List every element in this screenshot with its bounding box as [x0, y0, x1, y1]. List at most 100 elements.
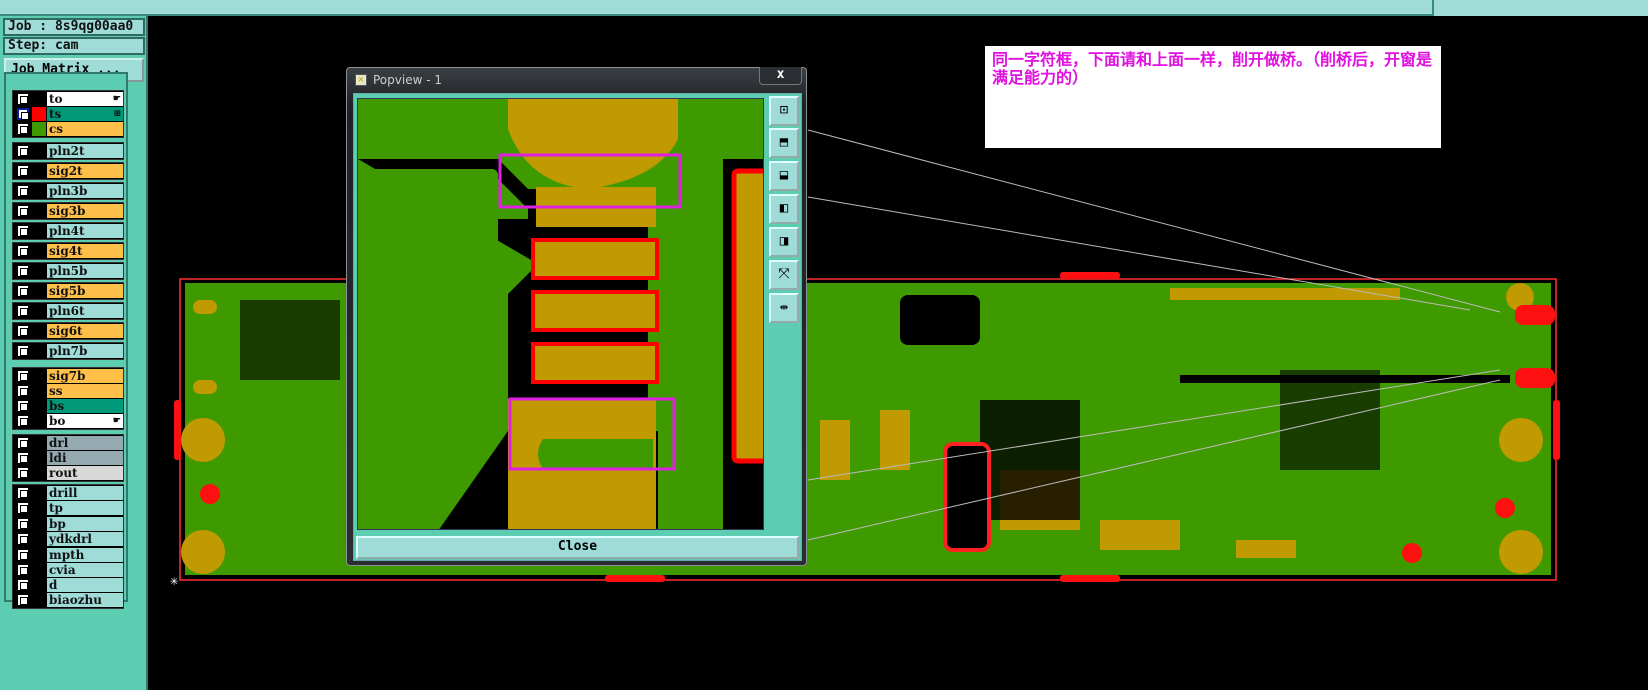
layer-label[interactable]: ts⊞ — [47, 107, 123, 121]
layer-label[interactable]: pln2t — [47, 144, 123, 158]
layer-label[interactable]: pln7b — [47, 344, 123, 358]
layer-checkbox[interactable] — [17, 123, 29, 135]
layer-row-rout[interactable]: rout — [15, 466, 123, 480]
layer-row-to[interactable]: to☛ — [15, 92, 123, 106]
layer-label[interactable]: sig4t — [47, 244, 123, 258]
layer-label[interactable]: sig2t — [47, 164, 123, 178]
layer-row-ss[interactable]: ss — [15, 384, 123, 398]
origin-icon: ✳ — [170, 573, 179, 589]
layer-checkbox[interactable] — [17, 385, 29, 397]
layer-row-ydkdrl[interactable]: ydkdrl — [15, 532, 123, 546]
layer-row-drill[interactable]: drill — [15, 486, 123, 500]
layer-row-sig4t[interactable]: sig4t — [15, 244, 123, 258]
popview-window: ✕ Popview - 1 x ⊡ ⬒ ⬓ ◧ ◨ ⤧ ⇹ Close — [346, 67, 807, 566]
layer-row-sig3b[interactable]: sig3b — [15, 204, 123, 218]
layer-label[interactable]: cvia — [47, 563, 123, 577]
layer-checkbox[interactable] — [17, 579, 29, 591]
layer-row-mpth[interactable]: mpth — [15, 548, 123, 562]
layer-checkbox[interactable] — [17, 165, 29, 177]
layer-checkbox[interactable] — [17, 467, 29, 479]
layer-label[interactable]: drill — [47, 486, 123, 500]
layer-label[interactable]: drl — [47, 436, 123, 450]
layer-row-biaozhu[interactable]: biaozhu — [15, 593, 123, 607]
zoom-out-icon[interactable]: ⬓ — [769, 161, 799, 191]
layer-row-d[interactable]: d — [15, 578, 123, 592]
layer-label[interactable]: to☛ — [47, 92, 123, 106]
layer-checkbox[interactable] — [17, 415, 29, 427]
layer-label[interactable]: sig5b — [47, 284, 123, 298]
layer-label[interactable]: tp — [47, 501, 123, 515]
layer-label[interactable]: bs — [47, 399, 123, 413]
layer-label[interactable]: sig3b — [47, 204, 123, 218]
layer-checkbox[interactable] — [17, 437, 29, 449]
popview-canvas[interactable] — [357, 98, 764, 530]
zoom-home-icon[interactable]: ⊡ — [769, 96, 799, 126]
layer-row-bp[interactable]: bp — [15, 517, 123, 531]
layer-checkbox[interactable] — [17, 145, 29, 157]
layer-label[interactable]: cs — [47, 122, 123, 136]
layer-row-pln2t[interactable]: pln2t — [15, 144, 123, 158]
pan-right-icon[interactable]: ◨ — [769, 227, 799, 257]
layer-row-bo[interactable]: bo☛ — [15, 414, 123, 428]
layer-label[interactable]: sig6t — [47, 324, 123, 338]
layer-checkbox[interactable] — [17, 400, 29, 412]
layer-label[interactable]: pln4t — [47, 224, 123, 238]
layer-checkbox[interactable] — [17, 225, 29, 237]
layer-row-cs[interactable]: cs — [15, 122, 123, 136]
center-icon[interactable]: ⇹ — [769, 293, 799, 323]
layer-row-pln3b[interactable]: pln3b — [15, 184, 123, 198]
layer-checkbox[interactable] — [17, 185, 29, 197]
layer-checkbox[interactable] — [17, 452, 29, 464]
layer-label[interactable]: ldi — [47, 451, 123, 465]
layer-label[interactable]: ss — [47, 384, 123, 398]
layer-checkbox[interactable] — [17, 518, 29, 530]
zoom-in-icon[interactable]: ⬒ — [769, 128, 799, 158]
layer-checkbox[interactable] — [17, 325, 29, 337]
layer-label[interactable]: pln3b — [47, 184, 123, 198]
layer-label[interactable]: bo☛ — [47, 414, 123, 428]
layer-checkbox[interactable] — [17, 245, 29, 257]
layer-row-sig2t[interactable]: sig2t — [15, 164, 123, 178]
layer-checkbox[interactable] — [17, 345, 29, 357]
layer-checkbox[interactable] — [17, 305, 29, 317]
layer-label[interactable]: ydkdrl — [47, 532, 123, 546]
layer-checkbox[interactable] — [17, 265, 29, 277]
layer-row-tp[interactable]: tp — [15, 501, 123, 515]
layer-label[interactable]: pln6t — [47, 304, 123, 318]
layer-checkbox[interactable] — [17, 564, 29, 576]
traces — [240, 295, 1510, 520]
layer-row-sig7b[interactable]: sig7b — [15, 369, 123, 383]
layer-row-pln4t[interactable]: pln4t — [15, 224, 123, 238]
layer-checkbox[interactable] — [17, 205, 29, 217]
layer-row-bs[interactable]: bs — [15, 399, 123, 413]
pan-left-icon[interactable]: ◧ — [769, 194, 799, 224]
layer-checkbox[interactable] — [17, 594, 29, 606]
layer-row-pln5b[interactable]: pln5b — [15, 264, 123, 278]
layer-checkbox[interactable] — [17, 285, 29, 297]
layer-label[interactable]: d — [47, 578, 123, 592]
layer-checkbox[interactable] — [17, 533, 29, 545]
layer-row-sig6t[interactable]: sig6t — [15, 324, 123, 338]
close-icon[interactable]: x — [759, 67, 802, 85]
layer-label[interactable]: rout — [47, 466, 123, 480]
layer-label[interactable]: pln5b — [47, 264, 123, 278]
fit-icon[interactable]: ⤧ — [769, 260, 799, 290]
layer-label[interactable]: sig7b — [47, 369, 123, 383]
layer-label[interactable]: bp — [47, 517, 123, 531]
layer-checkbox[interactable] — [17, 487, 29, 499]
layer-row-sig5b[interactable]: sig5b — [15, 284, 123, 298]
layer-row-drl[interactable]: drl — [15, 436, 123, 450]
layer-label[interactable]: biaozhu — [47, 593, 123, 607]
layer-row-pln7b[interactable]: pln7b — [15, 344, 123, 358]
layer-row-ts[interactable]: ts⊞ — [15, 107, 123, 121]
layer-checkbox[interactable] — [17, 502, 29, 514]
layer-checkbox[interactable] — [17, 108, 29, 120]
layer-checkbox[interactable] — [17, 549, 29, 561]
layer-row-cvia[interactable]: cvia — [15, 563, 123, 577]
layer-checkbox[interactable] — [17, 370, 29, 382]
layer-row-pln6t[interactable]: pln6t — [15, 304, 123, 318]
layer-checkbox[interactable] — [17, 93, 29, 105]
layer-label[interactable]: mpth — [47, 548, 123, 562]
layer-row-ldi[interactable]: ldi — [15, 451, 123, 465]
close-button[interactable]: Close — [356, 536, 799, 559]
